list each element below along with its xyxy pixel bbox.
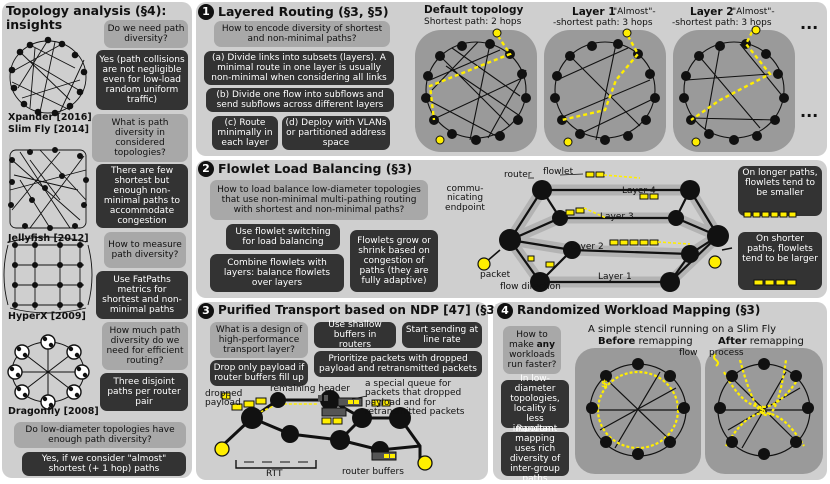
after-bold: After xyxy=(718,336,747,347)
layer2-title: Layer 2 xyxy=(690,6,734,18)
wm-question-pre: How to make xyxy=(509,329,548,350)
label-layer3: Layer 3 xyxy=(600,212,634,222)
layer2-almost: "Almost"- xyxy=(732,7,775,17)
label-router: router xyxy=(504,170,532,180)
answer-how-much: Three disjoint paths per router pair xyxy=(100,373,188,411)
layer2-sub: -shortest path: 3 hops xyxy=(672,18,772,28)
label-layer2: Layer 2 xyxy=(570,242,604,252)
question-how-much: How much path diversity do we need for e… xyxy=(102,322,188,370)
topology-graphs xyxy=(3,36,93,410)
hyperx-graph xyxy=(3,236,93,314)
label-slimfly: Slim Fly [2014] xyxy=(8,124,89,135)
wm-question-post: workloads run faster? xyxy=(507,350,557,371)
before-bold: Before xyxy=(598,336,636,347)
panel-number-2: 2 xyxy=(198,161,214,177)
label-rtt: RTT xyxy=(266,469,283,479)
label-flow-direction: flow direction xyxy=(500,282,561,292)
label-special-queue: a special queue for packets that dropped… xyxy=(365,379,465,418)
after-remapping: After remapping xyxy=(718,336,804,347)
flowlet-title: Flowlet Load Balancing (§3) xyxy=(218,161,413,176)
flowlet-diagram xyxy=(477,171,797,292)
label-dragonfly: Dragonfly [2008] xyxy=(8,406,99,417)
label-xpander: Xpander [2016] xyxy=(8,112,92,123)
xpander-nodes xyxy=(8,36,88,117)
lr-answer-c: (c) Route minimally in each layer xyxy=(212,116,278,150)
panel-number-3: 3 xyxy=(198,303,214,319)
transport-title: Purified Transport based on NDP [47] (§3… xyxy=(218,303,501,317)
label-remaining-header: remaining header xyxy=(270,384,351,394)
label-endpoint: commu- nicating endpoint xyxy=(445,184,485,213)
layer1-almost: "Almost"- xyxy=(613,7,656,17)
layers-ellipsis-bottom: ... xyxy=(800,102,819,121)
label-flowlet: flowlet xyxy=(543,167,574,177)
before-rest: remapping xyxy=(635,336,693,347)
answer-enough: Yes, if we consider "almost" shortest (+… xyxy=(22,452,186,476)
pt-answer-line-rate: Start sending at line rate xyxy=(402,322,482,348)
pt-answer-drop-payload: Drop only payload if router buffers fill… xyxy=(210,360,308,386)
flb-question: How to load balance low-diameter topolog… xyxy=(210,180,428,220)
transport-diagram xyxy=(214,390,433,471)
layered-routing-title: Layered Routing (§3, §5) xyxy=(218,4,389,19)
panel-number-1: 1 xyxy=(198,4,214,20)
lr-answer-b: (b) Divide one flow into subflows and se… xyxy=(206,88,394,112)
question-need-diversity: Do we need path diversity? xyxy=(104,20,188,48)
topology-title-2: insights xyxy=(6,17,63,32)
after-rest: remapping xyxy=(746,336,804,347)
pt-question: What is a design of high-performance tra… xyxy=(210,322,308,358)
label-packet: packet xyxy=(480,270,511,280)
question-enough: Do low-diameter topologies have enough p… xyxy=(14,422,186,448)
layered-routing-topologies xyxy=(415,25,795,152)
lr-question: How to encode diversity of shortest and … xyxy=(214,21,390,47)
lr-answer-d: (d) Deploy with VLANs or partitioned add… xyxy=(282,116,390,150)
flb-answer-3: Flowlets grow or shrink based on congest… xyxy=(350,230,438,292)
flb-answer-1: Use flowlet switching for load balancing xyxy=(226,224,340,250)
process-dollar-after: $ xyxy=(759,405,766,416)
hyperx-nodes xyxy=(12,242,83,308)
answer-need-diversity: Yes (path collisions are not negligible … xyxy=(96,50,188,110)
layers-ellipsis-top: ... xyxy=(800,14,819,33)
before-remapping: Before remapping xyxy=(598,336,693,347)
default-topology-sub: Shortest path: 2 hops xyxy=(424,17,522,27)
mapping-title: Randomized Workload Mapping (§3) xyxy=(517,303,761,317)
jellyfish-nodes xyxy=(8,147,89,231)
topology-title-1: Topology analysis (§4): xyxy=(6,3,167,18)
label-hyperx: HyperX [2009] xyxy=(8,311,86,322)
layer1-sub: -shortest path: 3 hops xyxy=(553,18,653,28)
question-measure: How to measure path diversity? xyxy=(104,232,186,268)
label-jellyfish: Jellyfish [2012] xyxy=(8,233,89,244)
default-topology-title: Default topology xyxy=(424,4,524,16)
layer1-title: Layer 1 xyxy=(572,6,616,18)
dragonfly-group-nodes xyxy=(9,336,88,408)
question-what-diversity: What is path diversity in considered top… xyxy=(92,114,188,162)
pt-answer-prioritize: Prioritize packets with dropped payload … xyxy=(314,351,482,377)
panel-number-4: 4 xyxy=(497,303,513,319)
label-dropped-payload: dropped payload xyxy=(205,389,243,409)
wm-question: How to make any workloads run faster? xyxy=(503,326,561,374)
label-flow: flow xyxy=(679,348,698,358)
label-layer4: Layer 4 xyxy=(622,186,656,196)
label-process: process xyxy=(709,348,744,358)
pt-answer-shallow: Use shallow buffers in routers xyxy=(314,320,396,350)
wm-question-any: any xyxy=(536,339,555,350)
flb-answer-2: Combine flowlets with layers: balance fl… xyxy=(210,254,344,292)
label-layer1: Layer 1 xyxy=(598,272,632,282)
answer-measure: Use FatPaths metrics for shortest and no… xyxy=(96,271,188,319)
process-dollar: $ xyxy=(601,379,608,390)
label-router-buffers: router buffers xyxy=(342,467,404,477)
answer-what-diversity: There are few shortest but enough non-mi… xyxy=(96,164,188,228)
flb-longer-paths: On longer paths, flowlets tend to be sma… xyxy=(738,166,822,216)
lr-answer-a: (a) Divide links into subsets (layers). … xyxy=(204,51,394,85)
stencil-title: A simple stencil running on a Slim Fly xyxy=(588,324,777,335)
